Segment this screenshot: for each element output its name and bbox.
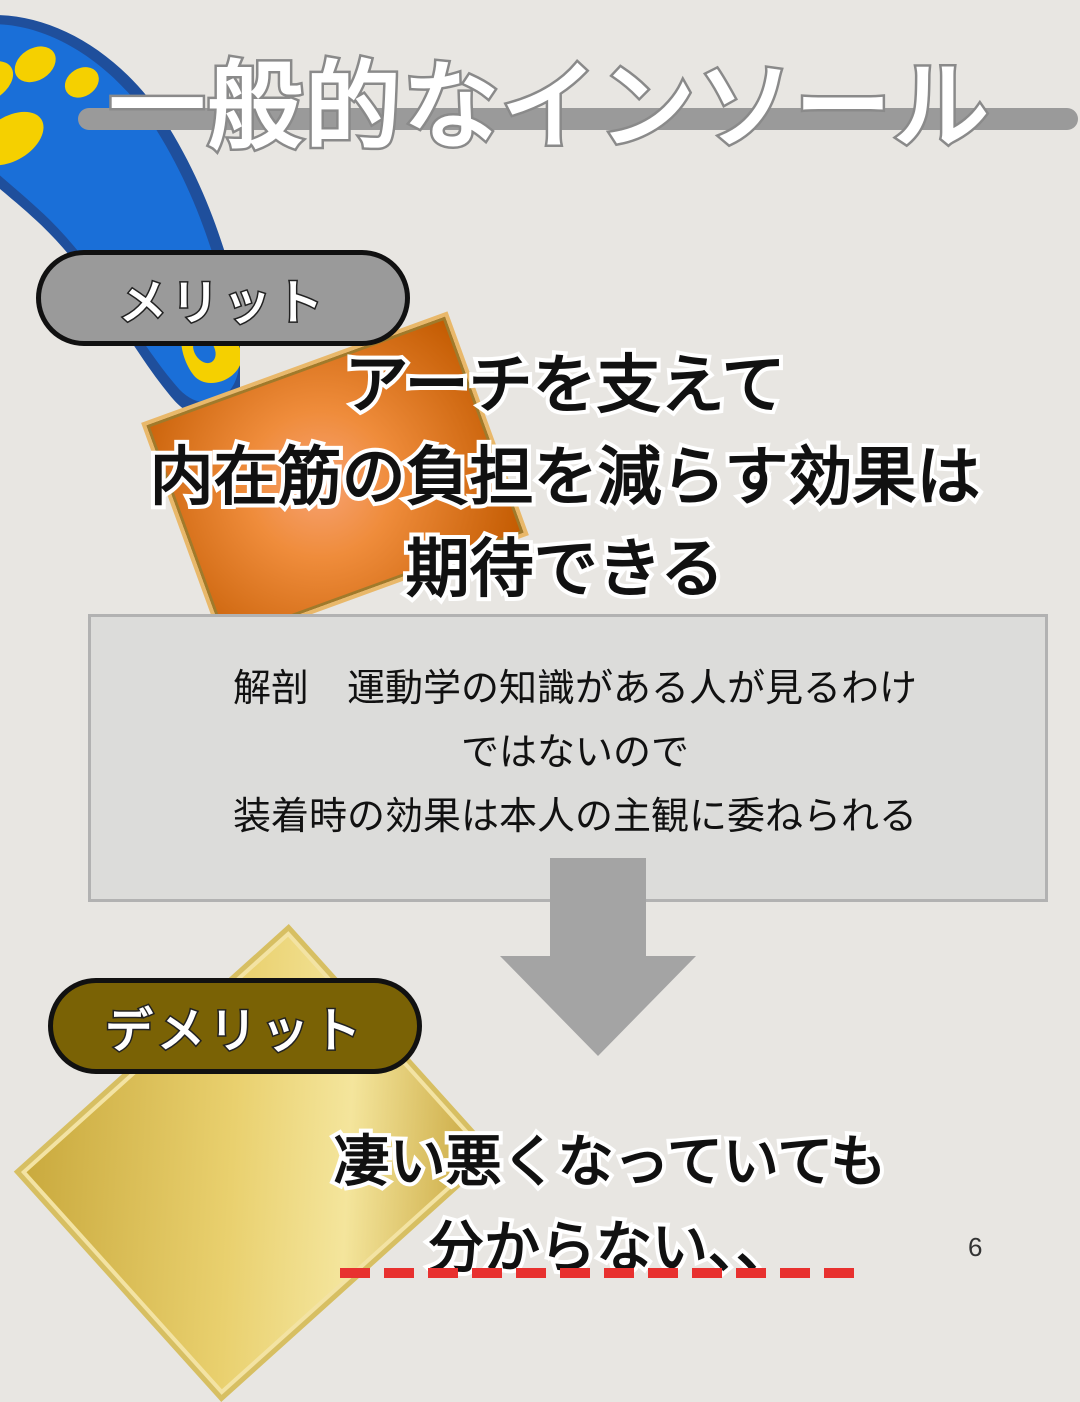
merit-badge-label: メリット	[117, 274, 327, 333]
demerit-badge: デメリット	[48, 978, 422, 1074]
demerit-line: 分からない、、	[424, 1212, 796, 1285]
down-arrow-icon	[500, 858, 696, 1056]
explanation-box	[88, 614, 1048, 902]
merit-line: 期待できる	[402, 529, 729, 611]
explanation-text: 解剖 運動学の知識がある人が見るわけ ではないので 装着時の効果は本人の主観に委…	[110, 656, 1040, 848]
red-dashed-underline	[340, 1268, 858, 1278]
merit-badge: メリット	[36, 250, 410, 346]
demerit-line: 凄い悪くなっていても	[330, 1126, 891, 1199]
merit-description: アーチを支えて 内在筋の負担を減らす効果は 期待できる	[100, 340, 1030, 616]
merit-line: アーチを支えて	[341, 345, 790, 427]
page-number: 6	[968, 1232, 983, 1262]
explanation-line: 装着時の効果は本人の主観に委ねられる	[232, 794, 917, 838]
demerit-description: 凄い悪くなっていても 分からない、、	[280, 1120, 940, 1292]
explanation-line: 解剖 運動学の知識がある人が見るわけ	[232, 666, 917, 710]
page-title: 一般的なインソール	[107, 50, 992, 165]
merit-line: 内在筋の負担を減らす効果は	[146, 437, 985, 519]
demerit-badge-label: デメリット	[103, 1002, 365, 1061]
explanation-line: ではないので	[460, 730, 689, 774]
title-underline-bar	[78, 108, 1078, 130]
